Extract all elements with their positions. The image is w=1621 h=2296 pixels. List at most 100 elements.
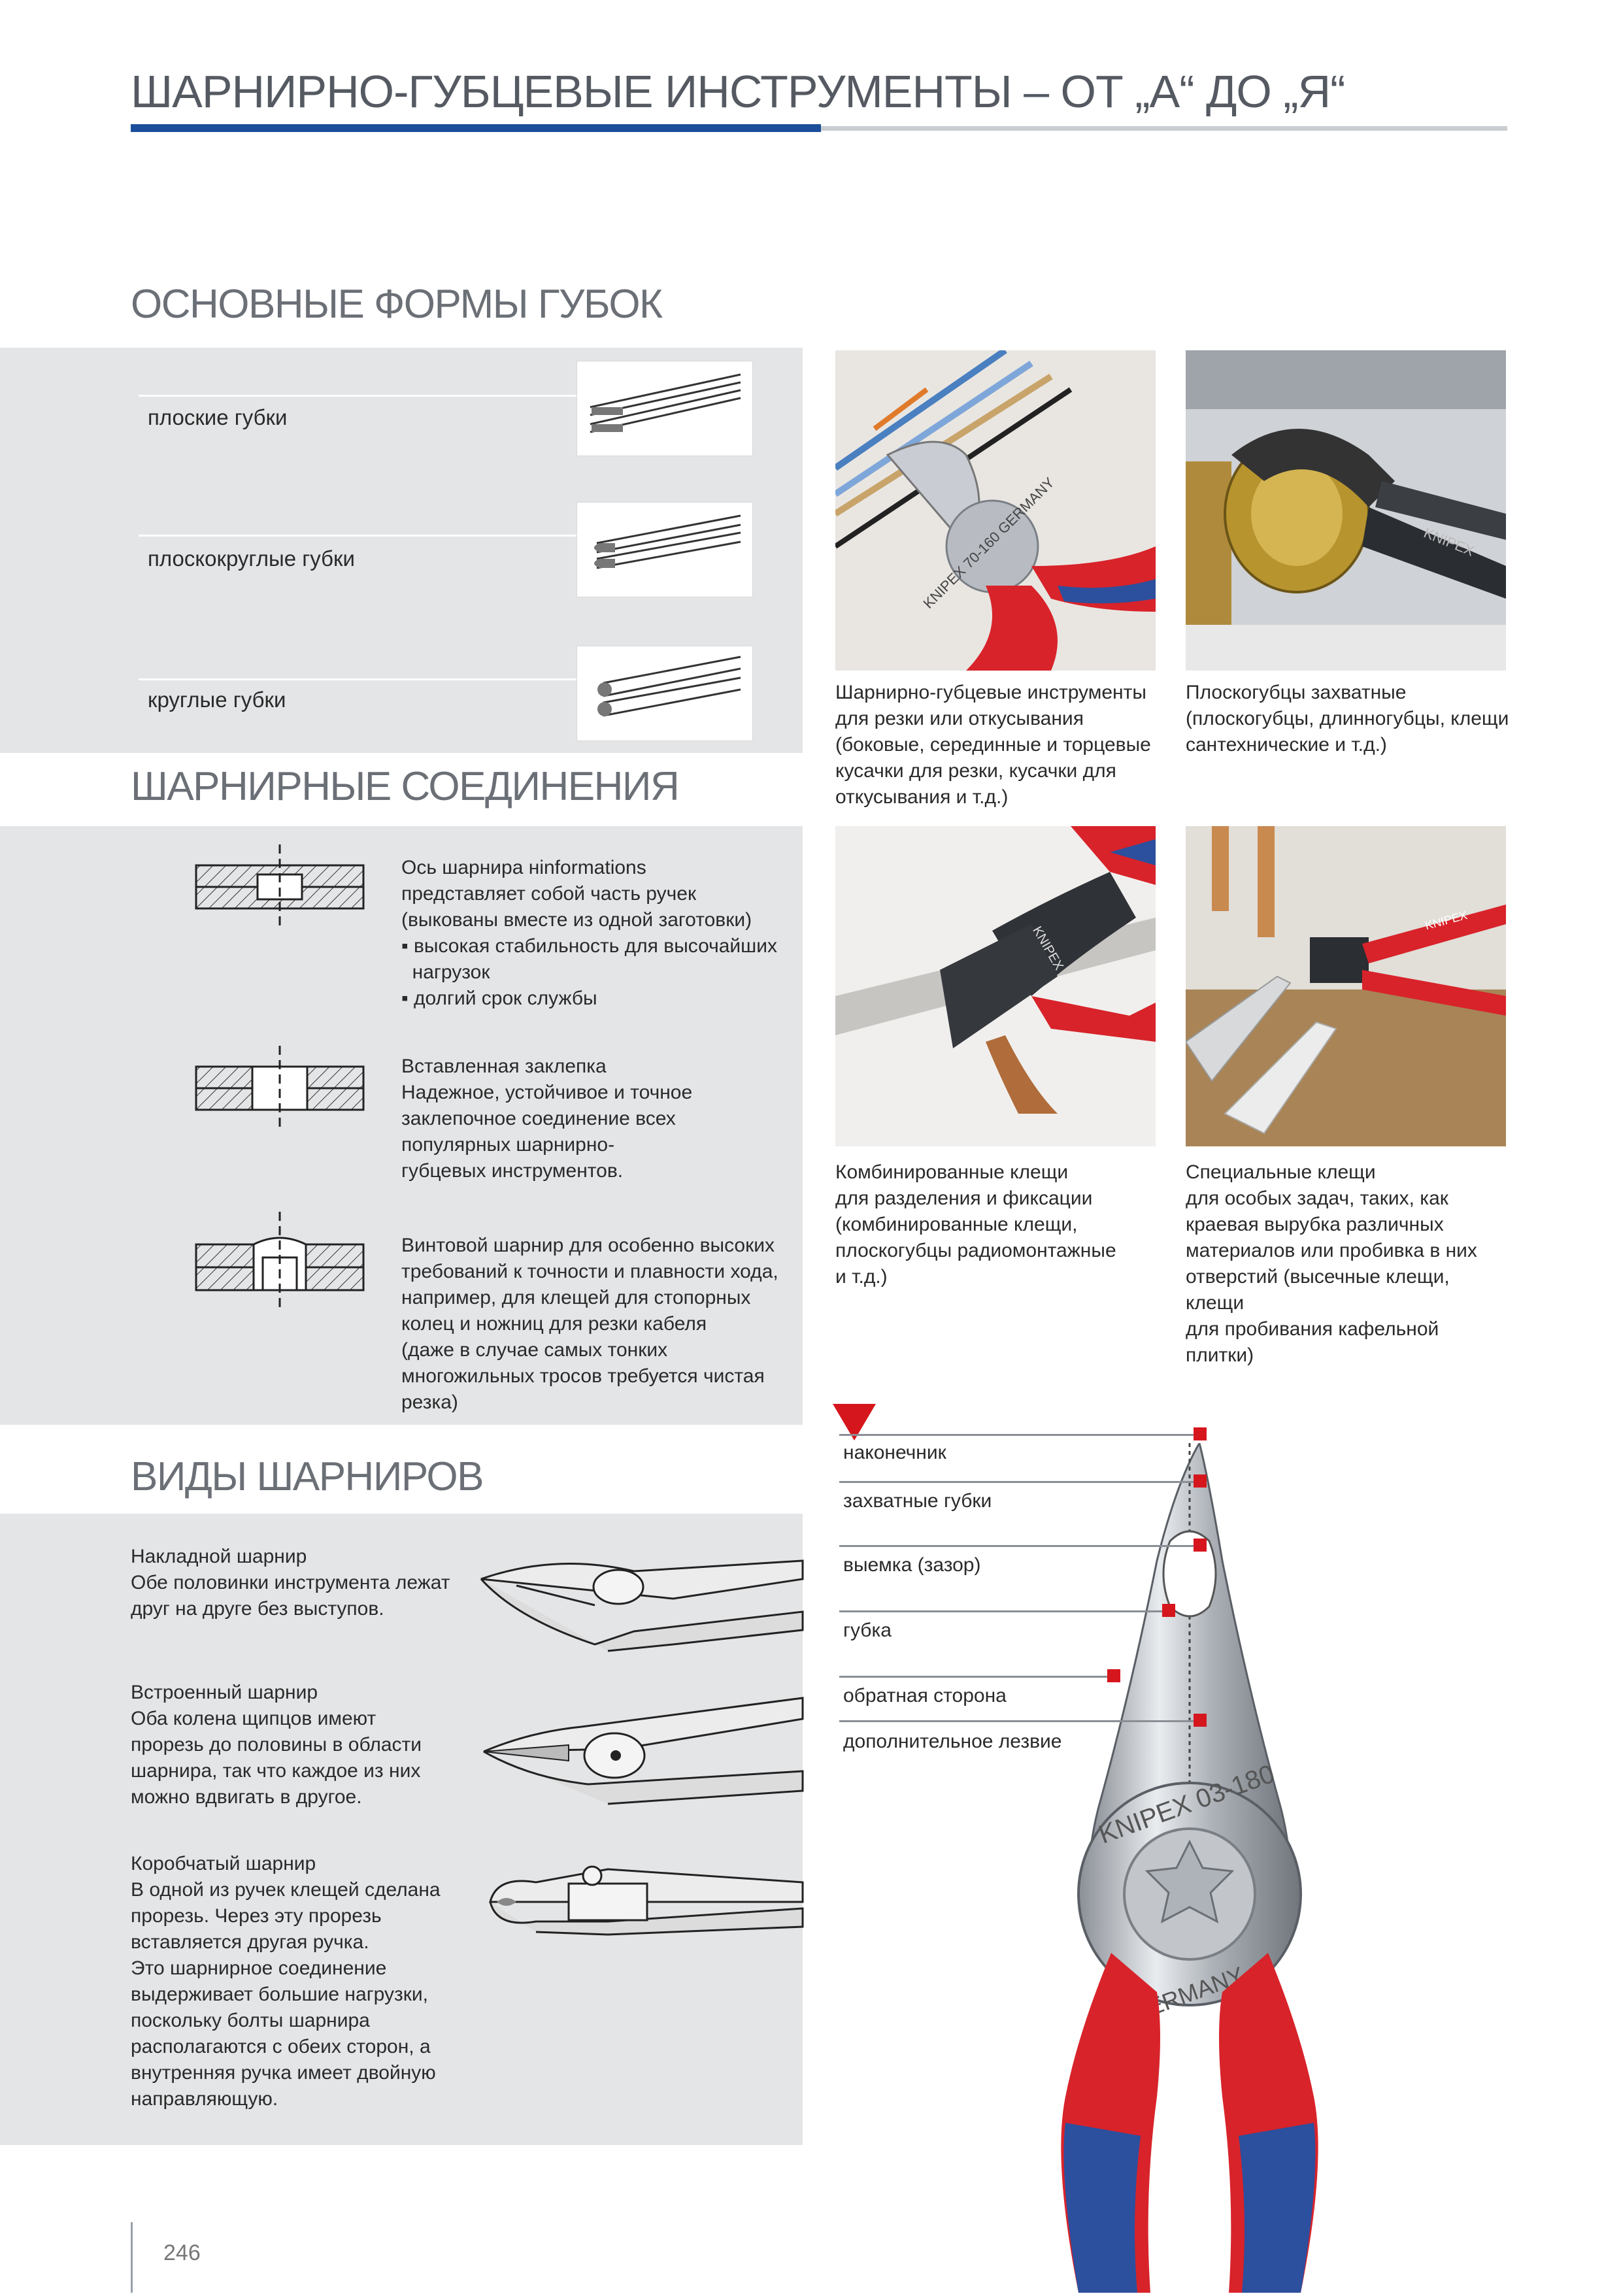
joints-panel	[0, 826, 803, 1425]
text-line: Винтовой шарнир для особенно высоких	[401, 1235, 775, 1256]
text-line: располагаются с обеих сторон, а	[131, 2036, 431, 2057]
text-line: прорезь. Через эту прорезь	[131, 1905, 382, 1927]
text-line: плоскогубцы радиомонтажные	[835, 1240, 1116, 1261]
text-line: колец и ножниц для резки кабеля	[401, 1313, 707, 1335]
anatomy-leader-line	[839, 1434, 1203, 1436]
text-line: можно вдвигать в другое.	[131, 1786, 362, 1808]
combination-pliers-photo: KNIPEX	[835, 826, 1156, 1146]
flat-jaws-icon	[577, 361, 753, 456]
text-line: отверстий (высечные клещи, клещи	[1186, 1266, 1450, 1314]
gripping-pliers-caption: Плоскогубцы захватные (плоскогубцы, длин…	[1186, 680, 1512, 758]
joint-types-heading: ВИДЫ ШАРНИРОВ	[131, 1454, 484, 1499]
joint-types-panel	[0, 1514, 803, 2145]
text-line: Коробчатый шарнир	[131, 1853, 316, 1874]
inset-joint-description: Встроенный шарнир Оба колена щипцов имею…	[131, 1680, 484, 1810]
joints-heading: ШАРНИРНЫЕ СОЕДИНЕНИЯ	[131, 764, 680, 809]
anatomy-marker	[1194, 1474, 1207, 1488]
text-line: внутренняя ручка имеет двойную	[131, 2062, 436, 2084]
jaw-form-label: плоскокруглые губки	[148, 546, 355, 571]
screw-joint-description: Винтовой шарнир для особенно высоких тре…	[401, 1233, 794, 1416]
anatomy-leader-line	[839, 1676, 1114, 1678]
text-line: Вставленная заклепка	[401, 1056, 607, 1077]
cutting-pliers-photo: KNIPEX 70-160 GERMANY	[835, 350, 1156, 671]
anatomy-label-gap: выемка (зазор)	[843, 1554, 981, 1576]
text-line: Оба колена щипцов имеют	[131, 1708, 376, 1729]
text-line: Обе половинки инструмента лежат	[131, 1572, 450, 1593]
jaw-form-divider	[139, 395, 577, 397]
text-line: (даже в случае самых тонких	[401, 1339, 668, 1361]
text-line: выдерживает большие нагрузки,	[131, 1984, 428, 2005]
combination-pliers-caption: Комбинированные клещи для разделения и ф…	[835, 1159, 1162, 1290]
text-line: губцевых инструментов.	[401, 1160, 624, 1182]
text-line: Специальные клещи	[1186, 1161, 1376, 1183]
anatomy-label-back-side: обратная сторона	[843, 1685, 1007, 1706]
screw-joint-icon	[195, 1212, 365, 1310]
jaw-form-label: круглые губки	[148, 688, 286, 712]
jaw-form-label: плоские губки	[148, 405, 288, 429]
lap-joint-description: Накладной шарнир Обе половинки инструмен…	[131, 1544, 484, 1622]
anatomy-label-jaw: губка	[843, 1620, 892, 1641]
combination-pliers-anatomy-illustration: KNIPEX 03-180 GERMANY	[980, 1440, 1399, 2293]
text-line: Накладной шарнир	[131, 1546, 307, 1567]
text-line: направляющую.	[131, 2088, 278, 2110]
page-number-bar	[131, 2222, 133, 2293]
text-line: Это шарнирное соединение	[131, 1957, 387, 1979]
text-line: популярных шарнирно-	[401, 1134, 615, 1156]
text-line: краевая вырубка различных	[1186, 1214, 1444, 1235]
anatomy-marker	[1162, 1604, 1175, 1617]
jaw-forms-heading: ОСНОВНЫЕ ФОРМЫ ГУБОК	[131, 282, 663, 327]
text-line: резка)	[401, 1391, 458, 1413]
title-underline-accent	[131, 124, 821, 132]
text-line: и т.д.)	[835, 1266, 888, 1288]
text-line: Встроенный шарнир	[131, 1682, 318, 1703]
text-line: сантехнические и т.д.)	[1186, 734, 1387, 756]
cutting-pliers-caption: Шарнирно-губцевые инструменты для резки …	[835, 680, 1162, 810]
page-number: 246	[163, 2240, 201, 2265]
anatomy-label-extra-blade: дополнительное лезвие	[843, 1731, 1062, 1752]
inserted-rivet-description: Вставленная заклепка Надежное, устойчиво…	[401, 1054, 794, 1184]
forged-rivet-icon	[195, 844, 365, 929]
text-line: друг на друге без выступов.	[131, 1598, 384, 1620]
anatomy-label-tip: наконечник	[843, 1442, 946, 1463]
text-line: (плоскогубцы, длинногубцы, клещи	[1186, 708, 1509, 729]
text-line: вставляется другая ручка.	[131, 1931, 369, 1953]
anatomy-label-gripping-jaws: захватные губки	[843, 1490, 992, 1512]
anatomy-leader-line	[839, 1610, 1169, 1612]
anatomy-marker	[1107, 1669, 1120, 1682]
lap-joint-pliers-icon	[477, 1553, 804, 1657]
special-pliers-photo: KNIPEX	[1186, 826, 1506, 1146]
text-line: прорезь до половины в области	[131, 1734, 422, 1755]
anatomy-leader-line	[839, 1545, 1203, 1547]
forged-rivet-description: Ось шарнира нinformations представляет с…	[401, 855, 794, 1012]
text-line: для разделения и фиксации	[835, 1188, 1093, 1209]
text-line: поскольку болты шарнира	[131, 2010, 370, 2031]
special-pliers-caption: Специальные клещи для особых задач, таки…	[1186, 1159, 1512, 1369]
text-line: Надежное, устойчивое и точное	[401, 1082, 693, 1103]
box-joint-description: Коробчатый шарнир В одной из ручек клеще…	[131, 1851, 484, 2112]
anatomy-marker	[1194, 1714, 1207, 1727]
text-line: ▪ высокая стабильность для высочайших	[401, 935, 778, 957]
text-line: для пробивания кафельной	[1186, 1318, 1439, 1340]
anatomy-leader-line	[839, 1481, 1203, 1483]
red-triangle-marker-icon	[833, 1404, 876, 1440]
text-line: Шарнирно-губцевые инструменты	[835, 682, 1146, 703]
text-line: например, для клещей для стопорных	[401, 1287, 751, 1308]
text-line: заклепочное соединение всех	[401, 1108, 676, 1129]
title-underline	[821, 126, 1507, 131]
page-title: ШАРНИРНО-ГУБЦЕВЫЕ ИНСТРУМЕНТЫ – ОТ „А“ Д…	[131, 66, 1345, 117]
text-line: плитки)	[1186, 1344, 1254, 1366]
inserted-rivet-icon	[195, 1046, 365, 1131]
text-line: В одной из ручек клещей сделана	[131, 1879, 441, 1901]
text-line: для особых задач, таких, как	[1186, 1188, 1448, 1209]
text-line: Ось шарнира нinformations	[401, 857, 646, 878]
text-line: материалов или пробивка в них	[1186, 1240, 1477, 1261]
jaw-form-divider	[139, 535, 577, 537]
text-line: требований к точности и плавности хода,	[401, 1261, 778, 1282]
text-line: нагрузок	[401, 961, 490, 983]
text-line: представляет собой часть ручек	[401, 883, 697, 905]
text-line: откусывания и т.д.)	[835, 786, 1009, 808]
anatomy-marker	[1194, 1427, 1207, 1440]
text-line: ▪ долгий срок службы	[401, 988, 597, 1009]
box-joint-pliers-icon	[477, 1856, 804, 1941]
text-line: (боковые, серединные и торцевые	[835, 734, 1151, 756]
